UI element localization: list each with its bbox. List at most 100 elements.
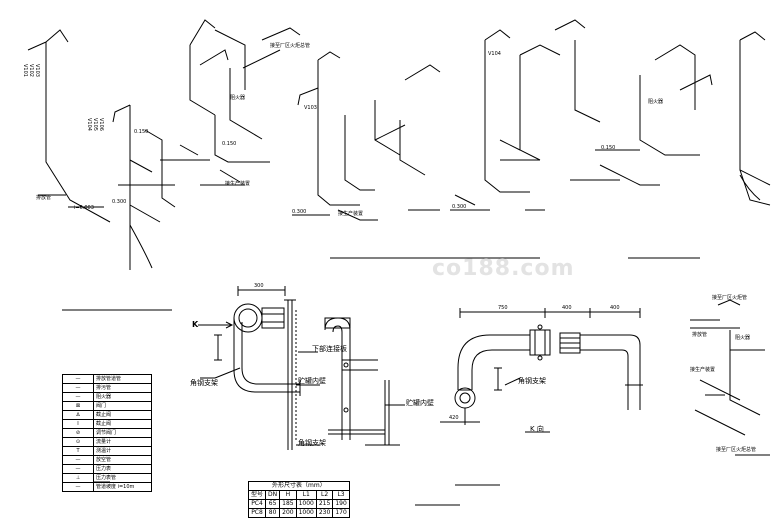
legend-symbol: ⊘: [62, 428, 94, 438]
detail-label-5: 接至厂区火炬总管: [716, 447, 757, 453]
arrow-k-mark: K: [192, 320, 199, 329]
note-1: 接生产装置: [225, 181, 251, 187]
dimension-table-cell: 200: [279, 508, 297, 518]
elbow-view-mark: K 向: [530, 425, 544, 433]
label-tank-inner-2: 贮罐内壁: [406, 399, 434, 407]
legend-row: ⊠阀门: [62, 401, 152, 411]
small-detail: [690, 300, 770, 455]
iso-label-v103: V103: [34, 64, 40, 77]
legend-symbol: —: [62, 383, 94, 393]
legend-row: ⊙流量计: [62, 437, 152, 447]
note-5: 接生产装置: [338, 211, 364, 217]
elev-1: 0.150: [134, 129, 149, 135]
iso4-tag: V104: [488, 51, 501, 57]
legend-description: 测温计: [93, 446, 152, 456]
legend-symbol: ⊥: [62, 473, 94, 483]
iso-label-v101: V101: [22, 64, 28, 77]
dimension-table-header: DN: [265, 490, 281, 500]
isometric-diagram-5: [570, 32, 770, 258]
legend-description: 阀门: [93, 401, 152, 411]
legend-row: ∆截止阀: [62, 410, 152, 420]
isometric-diagram-4: [450, 20, 600, 210]
iso-label-v102: V102: [28, 64, 34, 77]
dimension-table-cell: 1000: [295, 499, 317, 509]
section-dim-top: 300: [254, 283, 264, 289]
legend-symbol: —: [62, 374, 94, 384]
section-view: [198, 286, 405, 450]
slope-label: i=0.003: [74, 205, 94, 211]
iso3-tag: V103: [304, 105, 317, 111]
dimension-table-header: L2: [315, 490, 334, 500]
dimension-table-header: 型号: [247, 490, 267, 500]
detail-label-2: 排放管: [692, 332, 708, 338]
legend-description: 流量计: [93, 437, 152, 447]
iso-label-v105: V105: [92, 118, 98, 131]
note-6: 阻火器: [648, 99, 664, 105]
legend-description: 截止阀: [93, 419, 152, 429]
note-3: 排放管: [36, 195, 52, 201]
dimension-table-cell: 190: [332, 499, 350, 509]
legend-symbol: T: [62, 446, 94, 456]
watermark: co188.com: [432, 256, 575, 281]
dimension-table-header: L1: [295, 490, 317, 500]
iso-label-v106: V106: [98, 118, 104, 131]
legend-description: 调节阀门: [93, 428, 152, 438]
isometric-diagram-2: [160, 20, 300, 185]
legend-row: ⊘调节阀门: [62, 428, 152, 438]
dimension-table-title: 外形尺寸表（mm）: [248, 481, 350, 491]
dimension-table-cell: 170: [332, 508, 350, 518]
legend-symbol: —: [62, 455, 94, 465]
elev-4: 0.300: [292, 209, 307, 215]
dimension-table-cell: 1000: [295, 508, 317, 518]
elbow-side-dim: 420: [449, 415, 459, 421]
legend-symbol: —: [62, 392, 94, 402]
dimension-table-header: H: [279, 490, 297, 500]
legend-description: 压力表: [93, 464, 152, 474]
dimension-table-cell: 65: [265, 499, 281, 509]
elbow-angle-support-label: 角钢支架: [518, 377, 546, 385]
elev-6: 0.300: [452, 204, 467, 210]
dimension-table-cell: PC4: [247, 499, 267, 509]
elev-5: 0.150: [601, 145, 616, 151]
legend-description: 排污管: [93, 383, 152, 393]
legend-symbol: ⊙: [62, 437, 94, 447]
note-4: 接至厂区火炬总管: [270, 43, 311, 49]
detail-label-4: 接生产装置: [690, 367, 716, 373]
dimension-table-cell: 215: [315, 499, 334, 509]
dimension-table-cell: 185: [279, 499, 297, 509]
legend-row: —排放管道管: [62, 374, 152, 384]
legend-row: —压力表: [62, 464, 152, 474]
elbow-dim-3: 400: [610, 305, 620, 311]
detail-label-3: 阻火器: [735, 335, 751, 341]
legend-row: —放空管: [62, 455, 152, 465]
legend-symbol: —: [62, 482, 94, 492]
legend-description: 阻火器: [93, 392, 152, 402]
legend-row: —阻火器: [62, 392, 152, 402]
legend-description: 放空管: [93, 455, 152, 465]
elbow-filter-view: [415, 308, 643, 505]
elbow-dim-1: 750: [498, 305, 508, 311]
legend-symbol: —: [62, 464, 94, 474]
iso-label-v104: V104: [86, 118, 92, 131]
dimension-table-header: L3: [332, 490, 350, 500]
elev-3: 0.150: [222, 141, 237, 147]
legend-row: ⊥压力表管: [62, 473, 152, 483]
dimension-table-cell: 230: [315, 508, 334, 518]
label-tank-inner-1: 贮罐内壁: [298, 377, 326, 385]
label-angle-support-1: 角钢支架: [190, 379, 218, 387]
legend-description: 截止阀: [93, 410, 152, 420]
legend-symbol: Ⅰ: [62, 419, 94, 429]
legend-description: 压力表管: [93, 473, 152, 483]
elev-2: 0.300: [112, 199, 127, 205]
label-angle-support-2: 角钢支架: [298, 439, 326, 447]
legend-row: —排污管: [62, 383, 152, 393]
dimension-table-cell: PC8: [247, 508, 267, 518]
legend-symbol: ⊠: [62, 401, 94, 411]
